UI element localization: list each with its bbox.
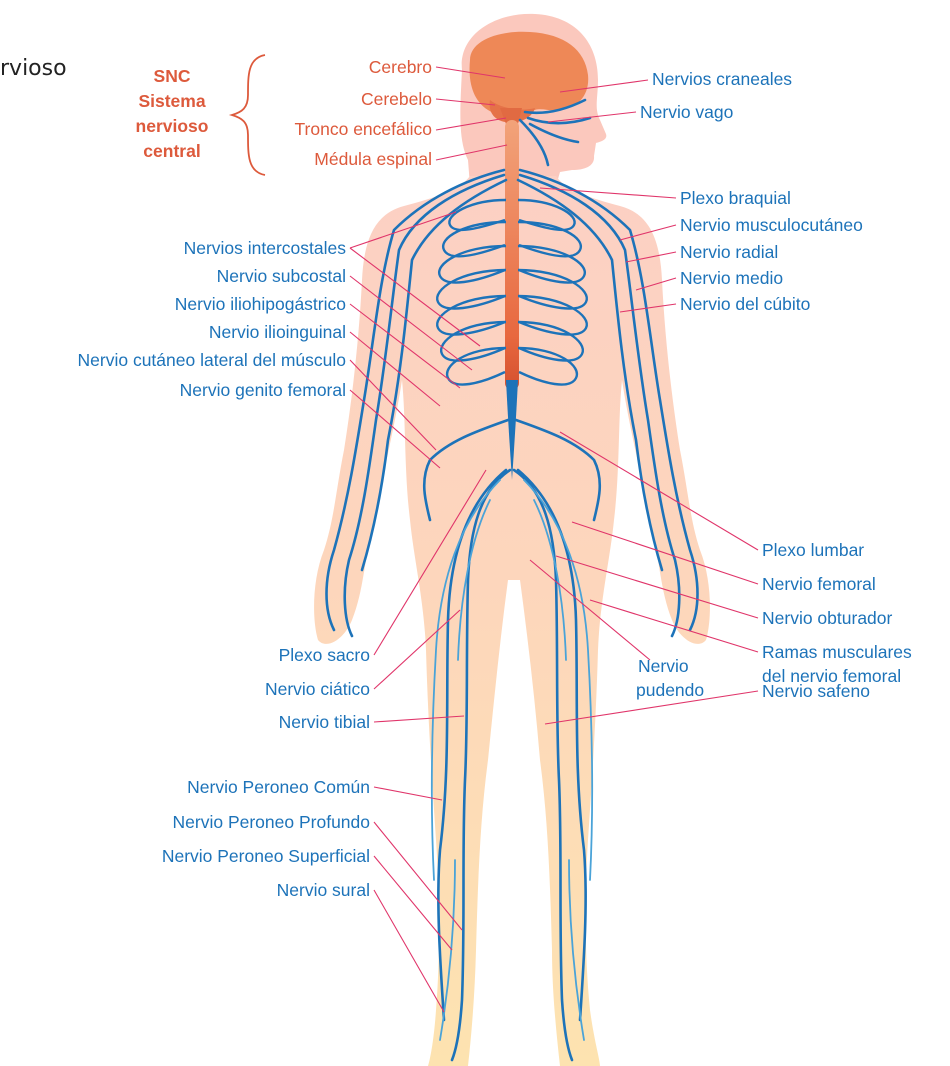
label-nervio-cutaneo-lateral: Nervio cutáneo lateral del músculo	[78, 350, 346, 370]
title-fragment: rvioso	[0, 56, 67, 81]
label-nervio-ciatico: Nervio ciático	[265, 679, 370, 699]
label-cerebelo: Cerebelo	[361, 89, 432, 109]
label-nervio-iliohipogastrico: Nervio iliohipogástrico	[175, 294, 346, 314]
label-nervio-ilioinguinal: Nervio ilioinguinal	[209, 322, 346, 342]
snc-line-4: central	[143, 141, 200, 161]
label-nervios-craneales: Nervios craneales	[652, 69, 792, 89]
label-nervio-radial: Nervio radial	[680, 242, 778, 262]
label-plexo-sacro: Plexo sacro	[279, 645, 370, 665]
label-nervio-cubito: Nervio del cúbito	[680, 294, 810, 314]
label-nervio-peroneo-superficial: Nervio Peroneo Superficial	[162, 846, 370, 866]
label-ramas-musculares: Ramas musculares	[762, 642, 912, 662]
label-nervios-intercostales: Nervios intercostales	[184, 238, 347, 258]
snc-line-1: SNC	[154, 66, 191, 86]
label-nervio-musculocutaneo: Nervio musculocutáneo	[680, 215, 863, 235]
snc-line-2: Sistema	[138, 91, 205, 111]
label-cerebro: Cerebro	[369, 57, 432, 77]
label-plexo-braquial: Plexo braquial	[680, 188, 791, 208]
label-nervio-peroneo-profundo: Nervio Peroneo Profundo	[173, 812, 370, 832]
label-plexo-lumbar: Plexo lumbar	[762, 540, 864, 560]
label-nervio-tibial: Nervio tibial	[279, 712, 370, 732]
label-tronco-encefalico: Tronco encefálico	[295, 119, 432, 139]
label-nervio-subcostal: Nervio subcostal	[217, 266, 346, 286]
label-nervio-pudendo-2: pudendo	[636, 680, 704, 700]
label-nervio-sural: Nervio sural	[277, 880, 370, 900]
snc-line-3: nervioso	[136, 116, 209, 136]
label-nervio-pudendo-1: Nervio	[638, 656, 689, 676]
label-nervio-vago: Nervio vago	[640, 102, 733, 122]
label-nervio-peroneo-comun: Nervio Peroneo Común	[187, 777, 370, 797]
leader-sural	[374, 890, 444, 1012]
label-nervio-safeno: Nervio safeno	[762, 681, 870, 701]
label-medula-espinal: Médula espinal	[314, 149, 432, 169]
snc-brace	[232, 55, 265, 175]
spinal-cord	[505, 120, 519, 390]
label-nervio-obturador: Nervio obturador	[762, 608, 893, 628]
label-nervio-genito-femoral: Nervio genito femoral	[180, 380, 346, 400]
label-nervio-medio: Nervio medio	[680, 268, 783, 288]
label-nervio-femoral: Nervio femoral	[762, 574, 876, 594]
